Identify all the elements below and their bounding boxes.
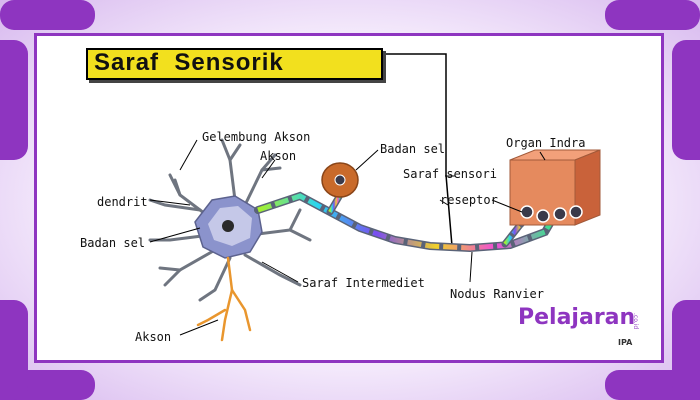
label-akson-top: Akson [260, 149, 297, 163]
site-logo-domain: .co.id [632, 313, 639, 330]
corner-tab-top-right [605, 0, 700, 30]
left-axon [196, 256, 252, 342]
label-saraf-sensori: Saraf sensori [403, 167, 497, 181]
pointer-lines [149, 139, 546, 336]
side-bar-right-bottom [672, 300, 700, 400]
label-akson-bottom: Akson [135, 330, 172, 344]
label-reseptor: reseptor [440, 193, 498, 207]
label-saraf-intermediet: Saraf Intermediet [302, 276, 425, 290]
diagram-title: Saraf Sensorik [94, 49, 284, 76]
label-organ-indra: Organ Indra [506, 136, 586, 150]
site-logo: Pelajaran [518, 305, 636, 330]
side-bar-right-top [672, 40, 700, 160]
side-bar-left-bottom [0, 300, 28, 400]
title-connector-line [386, 53, 453, 247]
middle-nucleus [334, 174, 346, 186]
label-badan-sel-left: Badan sel [80, 236, 146, 250]
label-dendrit: dendrit [97, 195, 148, 209]
corner-tab-top-left [0, 0, 95, 30]
site-logo-sub: IPA [618, 338, 633, 347]
nucleus [222, 220, 234, 232]
label-gelembung-akson: Gelembung Akson [202, 130, 311, 144]
label-badan-sel-mid: Badan sel [380, 142, 446, 156]
organ-side [574, 149, 601, 226]
side-bar-left-top [0, 40, 28, 160]
title-box [86, 48, 383, 80]
label-nodus-ranvier: Nodus Ranvier [450, 287, 544, 301]
